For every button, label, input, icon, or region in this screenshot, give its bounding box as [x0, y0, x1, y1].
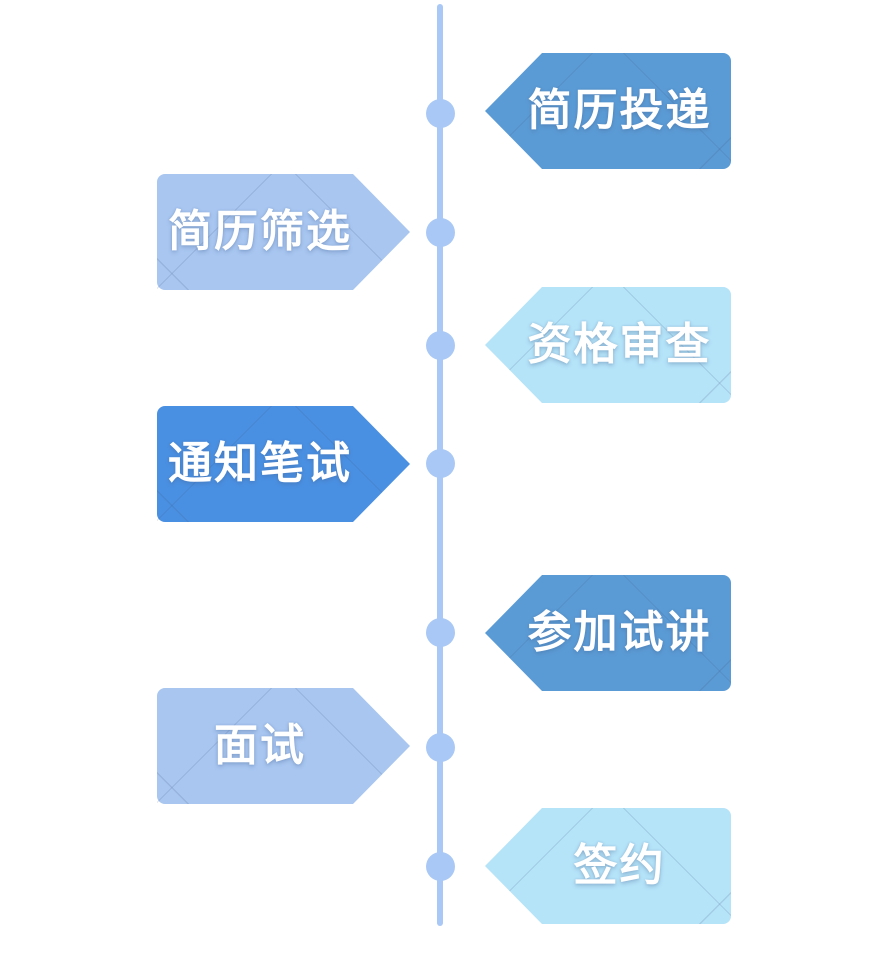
timeline-dot-6[interactable] [425, 732, 455, 762]
step-label-6: 面试 [214, 720, 306, 771]
timeline-step-7[interactable]: 签约 [485, 808, 731, 924]
timeline-dot-4[interactable] [425, 448, 455, 478]
timeline-step-2[interactable]: 简历筛选 [157, 174, 410, 290]
step-label-3: 资格审查 [527, 319, 712, 370]
step-label-1: 简历投递 [527, 85, 712, 136]
step-label-5: 参加试讲 [527, 607, 712, 658]
timeline-step-3[interactable]: 资格审查 [485, 287, 731, 403]
timeline-dot-2[interactable] [425, 217, 455, 247]
step-label-7: 签约 [573, 840, 666, 891]
step-label-2: 简历筛选 [168, 206, 352, 257]
timeline-step-6[interactable]: 面试 [157, 688, 410, 804]
timeline-dot-3[interactable] [425, 330, 455, 360]
timeline-step-1[interactable]: 简历投递 [485, 53, 731, 169]
step-label-4: 通知笔试 [168, 438, 352, 489]
timeline-dot-5[interactable] [425, 617, 455, 647]
timeline-step-4[interactable]: 通知笔试 [157, 406, 410, 522]
timeline-dot-7[interactable] [425, 851, 455, 881]
timeline-dot-1[interactable] [425, 98, 455, 128]
timeline-step-5[interactable]: 参加试讲 [485, 575, 731, 691]
